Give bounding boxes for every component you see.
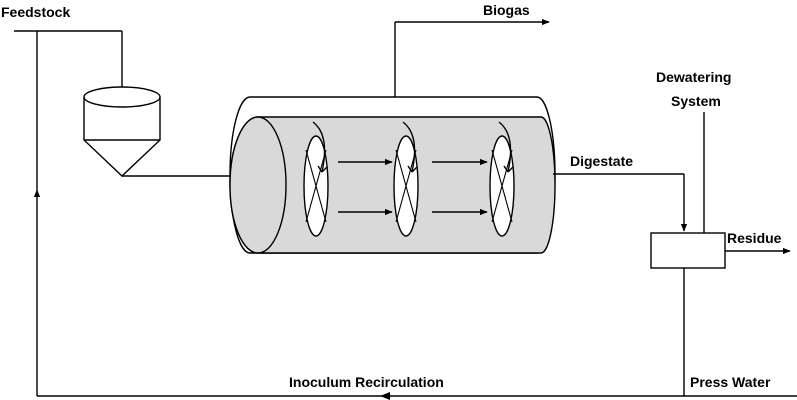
recirculation-line: [33, 31, 684, 400]
press-water-label: Press Water: [690, 374, 771, 390]
mixer-1: [303, 121, 329, 237]
press-water-line: [683, 268, 797, 397]
inoculum-recirculation-label: Inoculum Recirculation: [289, 374, 444, 390]
residue-label: Residue: [727, 230, 782, 246]
biogas-label: Biogas: [483, 2, 530, 18]
biogas-line: [394, 18, 550, 97]
dewatering-box: [650, 232, 726, 269]
dewatering-label-line2: System: [671, 93, 721, 109]
feed-hopper: [83, 86, 161, 177]
mixer-3: [489, 121, 515, 237]
dewatering-label-line1: Dewatering: [656, 69, 731, 85]
mixer-2: [393, 121, 419, 237]
digestate-line: [553, 173, 688, 232]
digestate-label: Digestate: [570, 153, 633, 169]
reactor-end-face: [229, 116, 287, 254]
internal-flow-arrows: [338, 158, 488, 216]
feedstock-label: Feedstock: [1, 4, 70, 20]
